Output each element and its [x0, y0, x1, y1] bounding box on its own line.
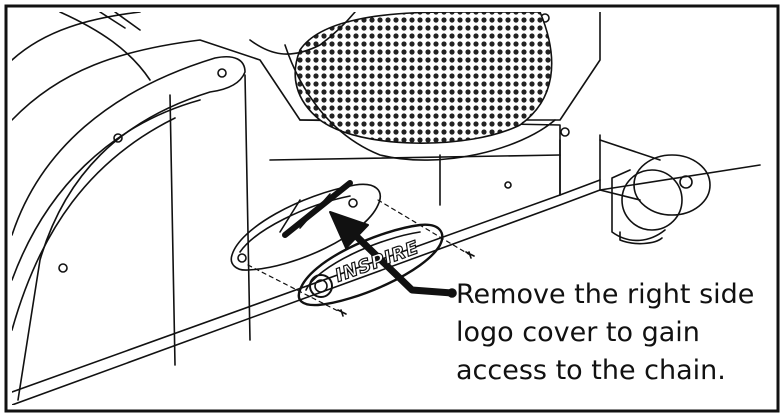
pointer-arrow	[329, 211, 457, 298]
flywheel-shroud	[12, 12, 151, 81]
handle-tube	[12, 56, 246, 401]
caption-line: logo cover to gain	[456, 317, 700, 348]
screw-icon	[337, 251, 475, 317]
chain-marker	[282, 180, 353, 238]
fan-grille	[249, 12, 556, 161]
caption-line: Remove the right side	[456, 279, 755, 310]
alignment-lines	[247, 199, 471, 313]
figure-border	[4, 4, 780, 413]
logo-cover	[297, 223, 444, 307]
callout-caption: Remove the right side logo cover to gain…	[456, 276, 766, 390]
caption-line: access to the chain.	[456, 355, 726, 386]
stabilizer-foot	[599, 139, 711, 245]
